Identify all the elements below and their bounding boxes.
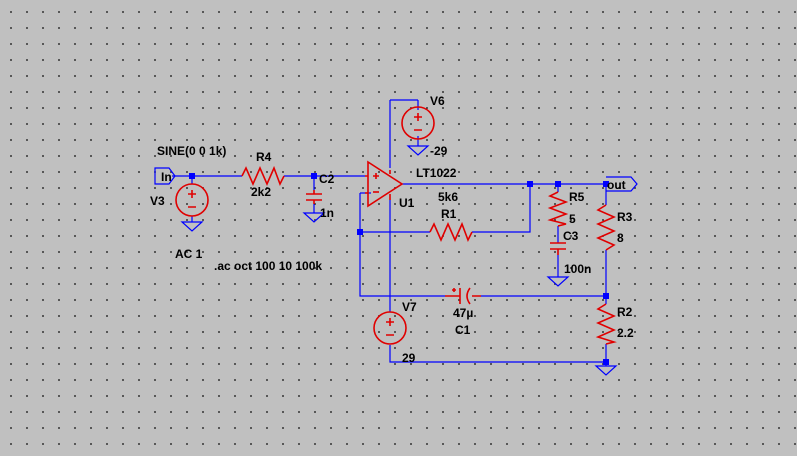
voltage-source-v3[interactable] <box>175 183 209 217</box>
r2-name-label: R2 <box>617 305 633 319</box>
resistor-r4[interactable] <box>241 165 285 186</box>
ground-icon <box>594 365 618 376</box>
c3-name-label: C3 <box>563 229 579 243</box>
ground-icon <box>406 145 430 156</box>
v6-name-label: V6 <box>430 94 445 108</box>
net-flag-in[interactable]: In <box>154 167 176 185</box>
v3-name-label: V3 <box>150 194 165 208</box>
c1-value-label: 47µ <box>453 306 473 320</box>
junction <box>603 181 609 187</box>
ground-symbols <box>180 145 618 376</box>
c2-value-label: 1n <box>320 206 334 220</box>
voltage-source-v7[interactable] <box>373 311 407 345</box>
opamp-u1[interactable] <box>365 160 404 208</box>
junction <box>357 229 363 235</box>
v3-ac-label: AC 1 <box>175 247 203 261</box>
r1-name-label: R1 <box>441 207 457 221</box>
ground-icon <box>546 276 570 287</box>
junction <box>311 173 317 179</box>
junctions <box>189 173 609 365</box>
r5-value-label: 5 <box>569 212 576 226</box>
analysis-directive: .ac oct 100 10 100k <box>214 259 322 273</box>
u1-model-label: LT1022 <box>416 166 457 180</box>
capacitor-c3[interactable] <box>550 242 566 255</box>
junction <box>189 173 195 179</box>
net-label-in: In <box>161 170 172 184</box>
r4-value-label: 2k2 <box>251 185 271 199</box>
c1-name-label: C1 <box>455 323 471 337</box>
r3-name-label: R3 <box>617 210 633 224</box>
r2-value-label: 2.2 <box>617 326 634 340</box>
resistor-r1[interactable] <box>429 221 473 242</box>
v7-value-label: 29 <box>402 351 416 365</box>
v7-name-label: V7 <box>402 300 417 314</box>
voltage-source-v6[interactable] <box>401 106 435 140</box>
net-label-out: out <box>607 178 626 192</box>
junction <box>555 181 561 187</box>
junction <box>603 293 609 299</box>
resistor-r3[interactable] <box>596 204 616 251</box>
r3-value-label: 8 <box>617 231 624 245</box>
ground-icon <box>302 212 326 223</box>
resistor-r2[interactable] <box>595 303 617 345</box>
r5-name-label: R5 <box>569 190 585 204</box>
capacitor-c1[interactable] <box>445 287 481 305</box>
u1-name-label: U1 <box>399 196 415 210</box>
wires <box>172 99 607 366</box>
resistor-r5[interactable] <box>547 191 569 227</box>
capacitor-c2[interactable] <box>306 190 322 204</box>
junction <box>527 181 533 187</box>
net-flag-out[interactable]: out <box>606 176 638 192</box>
v6-value-label: -29 <box>430 144 448 158</box>
v3-function-label: SINE(0 0 1k) <box>157 144 226 158</box>
r4-name-label: R4 <box>256 150 272 164</box>
c3-value-label: 100n <box>564 262 591 276</box>
c2-name-label: C2 <box>319 172 335 186</box>
r1-value-label: 5k6 <box>438 190 458 204</box>
junction <box>603 359 609 365</box>
ground-icon <box>180 216 204 232</box>
labels: SINE(0 0 1k) V3 AC 1 .ac oct 100 10 100k… <box>150 94 634 365</box>
